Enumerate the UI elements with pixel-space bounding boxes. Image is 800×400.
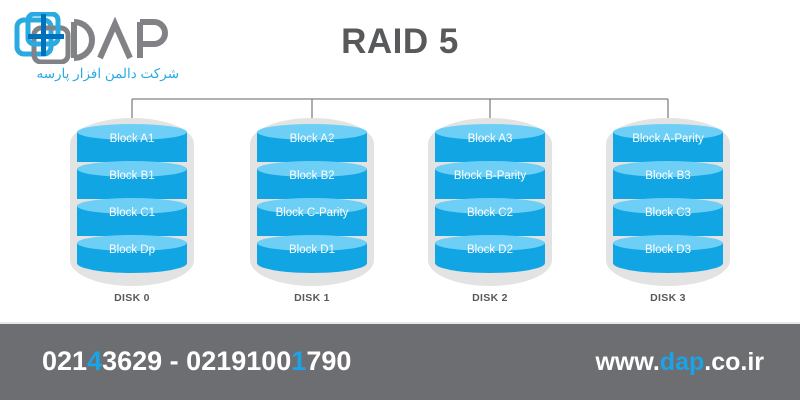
- block-label: Block B1: [109, 170, 155, 182]
- disk-blocks: Block A3 Block B-Parity Block C2 Block D…: [435, 124, 545, 280]
- disk-block[interactable]: Block C2: [435, 198, 545, 242]
- disk-block[interactable]: Block B3: [613, 161, 723, 205]
- block-top-ellipse: [257, 161, 367, 177]
- disk-shell: Block A1 Block B1 Block C1 Block Dp: [70, 118, 194, 286]
- block-label: Block D2: [466, 244, 514, 256]
- disk-block[interactable]: Block C1: [77, 198, 187, 242]
- phone1-suffix: 3629: [102, 346, 163, 376]
- disk-block[interactable]: Block B2: [257, 161, 367, 205]
- disk-block[interactable]: Block A2: [257, 124, 367, 168]
- disk-block[interactable]: Block D2: [435, 235, 545, 279]
- phone-separator: -: [162, 346, 187, 376]
- phone2-suffix: 790: [306, 346, 352, 376]
- block-top-ellipse: [257, 198, 367, 214]
- phone1-accent-digit: 4: [87, 346, 103, 376]
- footer-bar: 02143629 - 02191001790 www.dap.co.ir: [0, 322, 800, 400]
- dap-logo-mark: [14, 12, 168, 64]
- block-label: Block Dp: [108, 244, 156, 256]
- block-label: Block C1: [108, 207, 156, 219]
- website-url[interactable]: www.dap.co.ir: [595, 348, 764, 377]
- block-label: Block A3: [467, 133, 513, 145]
- disk-caption-1: DISK 1: [294, 292, 330, 304]
- block-top-ellipse: [613, 124, 723, 140]
- disk-shell: Block A2 Block B2 Block C-Parity Block D…: [250, 118, 374, 286]
- logo-tagline: شرکت دالمن افزار پارسه: [36, 66, 179, 81]
- disk-block[interactable]: Block Dp: [77, 235, 187, 279]
- block-label: Block B2: [289, 170, 335, 182]
- disk-block[interactable]: Block B1: [77, 161, 187, 205]
- phone-numbers: 02143629 - 02191001790: [42, 346, 351, 377]
- block-label: Block B3: [645, 170, 691, 182]
- disk-block[interactable]: Block C-Parity: [257, 198, 367, 242]
- block-label: Block A2: [289, 133, 335, 145]
- company-logo: شرکت دالمن افزار پارسه: [14, 12, 204, 92]
- disk-stack-0: Block A1 Block B1 Block C1 Block Dp: [70, 118, 194, 286]
- block-label: Block B-Parity: [453, 170, 527, 182]
- disk-block[interactable]: Block D1: [257, 235, 367, 279]
- disk-block[interactable]: Block B-Parity: [435, 161, 545, 205]
- block-top-ellipse: [257, 124, 367, 140]
- block-top-ellipse: [77, 124, 187, 140]
- disk-shell: Block A3 Block B-Parity Block C2 Block D…: [428, 118, 552, 286]
- block-top-ellipse: [435, 124, 545, 140]
- disk-block[interactable]: Block A1: [77, 124, 187, 168]
- block-top-ellipse: [77, 161, 187, 177]
- disk-block[interactable]: Block A3: [435, 124, 545, 168]
- disk-stack-1: Block A2 Block B2 Block C-Parity Block D…: [250, 118, 374, 286]
- block-top-ellipse: [77, 235, 187, 251]
- block-top-ellipse: [77, 198, 187, 214]
- block-top-ellipse: [613, 198, 723, 214]
- block-label: Block C3: [644, 207, 692, 219]
- disk-blocks: Block A2 Block B2 Block C-Parity Block D…: [257, 124, 367, 280]
- block-label: Block A-Parity: [632, 133, 704, 145]
- block-label: Block C-Parity: [275, 207, 349, 219]
- block-top-ellipse: [613, 235, 723, 251]
- disk-stack-3: Block A-Parity Block B3 Block C3 Block D…: [606, 118, 730, 286]
- block-top-ellipse: [435, 198, 545, 214]
- block-top-ellipse: [435, 235, 545, 251]
- disk-blocks: Block A1 Block B1 Block C1 Block Dp: [77, 124, 187, 280]
- page-title: RAID 5: [341, 22, 459, 61]
- phone1-prefix: 021: [42, 346, 88, 376]
- block-top-ellipse: [613, 161, 723, 177]
- disk-block[interactable]: Block A-Parity: [613, 124, 723, 168]
- disk-blocks: Block A-Parity Block B3 Block C3 Block D…: [613, 124, 723, 280]
- url-suffix: .co.ir: [704, 348, 764, 376]
- block-label: Block D3: [644, 244, 692, 256]
- phone2-prefix: 0219100: [186, 346, 292, 376]
- disk-stack-2: Block A3 Block B-Parity Block C2 Block D…: [428, 118, 552, 286]
- phone2-accent-digit: 1: [291, 346, 307, 376]
- url-brand: dap: [659, 348, 705, 376]
- block-top-ellipse: [257, 235, 367, 251]
- block-label: Block C2: [466, 207, 514, 219]
- block-top-ellipse: [435, 161, 545, 177]
- disk-block[interactable]: Block C3: [613, 198, 723, 242]
- disk-caption-2: DISK 2: [472, 292, 508, 304]
- block-label: Block A1: [109, 133, 155, 145]
- disk-caption-0: DISK 0: [114, 292, 150, 304]
- disk-block[interactable]: Block D3: [613, 235, 723, 279]
- disk-shell: Block A-Parity Block B3 Block C3 Block D…: [606, 118, 730, 286]
- block-label: Block D1: [288, 244, 336, 256]
- disk-caption-3: DISK 3: [650, 292, 686, 304]
- url-prefix: www.: [595, 348, 660, 376]
